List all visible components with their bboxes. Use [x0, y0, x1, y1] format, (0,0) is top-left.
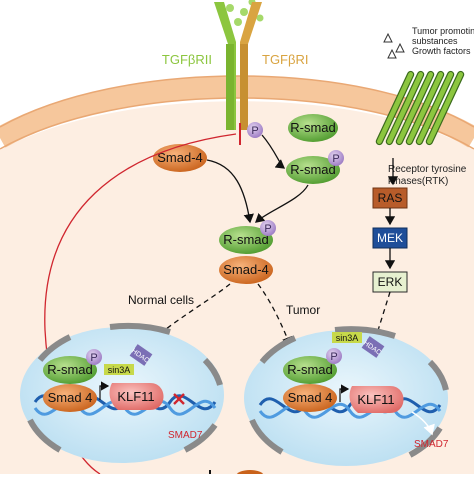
tgfbrii-label: TGFβRII	[162, 52, 212, 67]
nucleus-left-binding-arrow	[99, 381, 110, 400]
nucleus-right-r-smad-label: R-smad	[287, 362, 333, 377]
nucleus-right-smad7-label: SMAD7	[414, 439, 449, 450]
erk-label: ERK	[378, 275, 403, 289]
ras-label: RAS	[378, 191, 403, 205]
tgf-beta-receptor-i	[240, 2, 262, 130]
nucleus-left-klf11-label: KLF11	[117, 389, 154, 404]
smad4-binding-arrow	[206, 159, 254, 224]
r-smad-phosphorylated	[286, 156, 340, 184]
complex-phospho-label: P	[264, 223, 271, 235]
nucleus-right-r-smad	[283, 356, 337, 384]
growth-factor-triangles	[383, 32, 405, 59]
nucleus-left-smad7-label: SMAD7	[168, 430, 203, 441]
r-smad-p-label: R-smad	[290, 162, 336, 177]
smad4-label: Smad-4	[157, 150, 203, 165]
r-smad-label: R-smad	[290, 120, 336, 135]
rtk-label-2: kinases(RTK)	[388, 176, 448, 187]
nucleus-right-binding-arrow	[339, 384, 350, 402]
complex-r-smad-label: R-smad	[223, 232, 269, 247]
mek-label: MEK	[377, 231, 403, 245]
nucleus-left-phospho-label: P	[90, 352, 97, 364]
rtk-receptor	[375, 70, 465, 146]
rtk-signal-label-3: Growth factors	[412, 46, 471, 56]
tumor-path	[257, 283, 292, 347]
nucleus-right-transcription-arrow	[411, 411, 435, 436]
nucleus-right-klf11-label: KLF11	[357, 392, 394, 407]
tgf-beta-receptor-ii	[214, 2, 236, 130]
nucleus-left-sin3a	[104, 364, 134, 375]
complex-phospho-badge	[260, 220, 276, 236]
nucleus-left-r-smad-label: R-smad	[47, 362, 93, 377]
nucleus-left-phospho-badge	[86, 349, 102, 365]
nucleus-left-sin3a-label: sin3A	[108, 365, 131, 375]
r-smad-protein	[288, 114, 338, 142]
nucleus-right-smad4	[283, 384, 337, 412]
dna-strand-right-a	[258, 397, 442, 414]
nucleus-left-hdac	[129, 344, 153, 366]
nucleus-left-klf11	[109, 383, 164, 410]
nucleus-right-phospho-label: P	[330, 351, 337, 363]
tgfbri-label: TGFβRI	[262, 52, 308, 67]
nucleus-left-smad4	[43, 384, 97, 412]
receptor-phospho-label: P	[251, 125, 258, 137]
nucleus-right-sin3a	[332, 332, 362, 343]
nucleus-right-phospho-badge	[326, 348, 342, 364]
complex-smad4-label: Smad-4	[223, 262, 269, 277]
phosphorylation-arrow	[261, 134, 286, 169]
nucleus-left-r-smad	[43, 356, 97, 384]
normal-cells-label: Normal cells	[128, 293, 194, 307]
complex-r-smad	[219, 226, 273, 254]
rtk-signal-label-1: Tumor promoting	[412, 26, 474, 36]
nucleus-right-hdac	[361, 336, 385, 358]
r-smad-phospho-badge	[328, 150, 344, 166]
nucleus-right-sin3a-label: sin3A	[336, 333, 359, 343]
complex-formation-arrow	[255, 184, 309, 223]
tumor-label: Tumor	[286, 303, 320, 317]
normal-cells-path	[149, 283, 231, 343]
repression-x-icon	[173, 393, 185, 405]
nucleus-right-smad4-label: Smad 4	[288, 390, 333, 405]
complex-smad4	[219, 256, 273, 284]
rtk-label-1: Receptor tyrosine	[388, 164, 467, 175]
nucleus-right-klf11	[349, 386, 404, 413]
receptor-phospho-badge	[247, 122, 263, 138]
rtk-signal-label-2: substances	[412, 36, 458, 46]
r-smad-phospho-label: P	[332, 153, 339, 165]
nucleus-left-smad4-label: Smad 4	[48, 390, 93, 405]
